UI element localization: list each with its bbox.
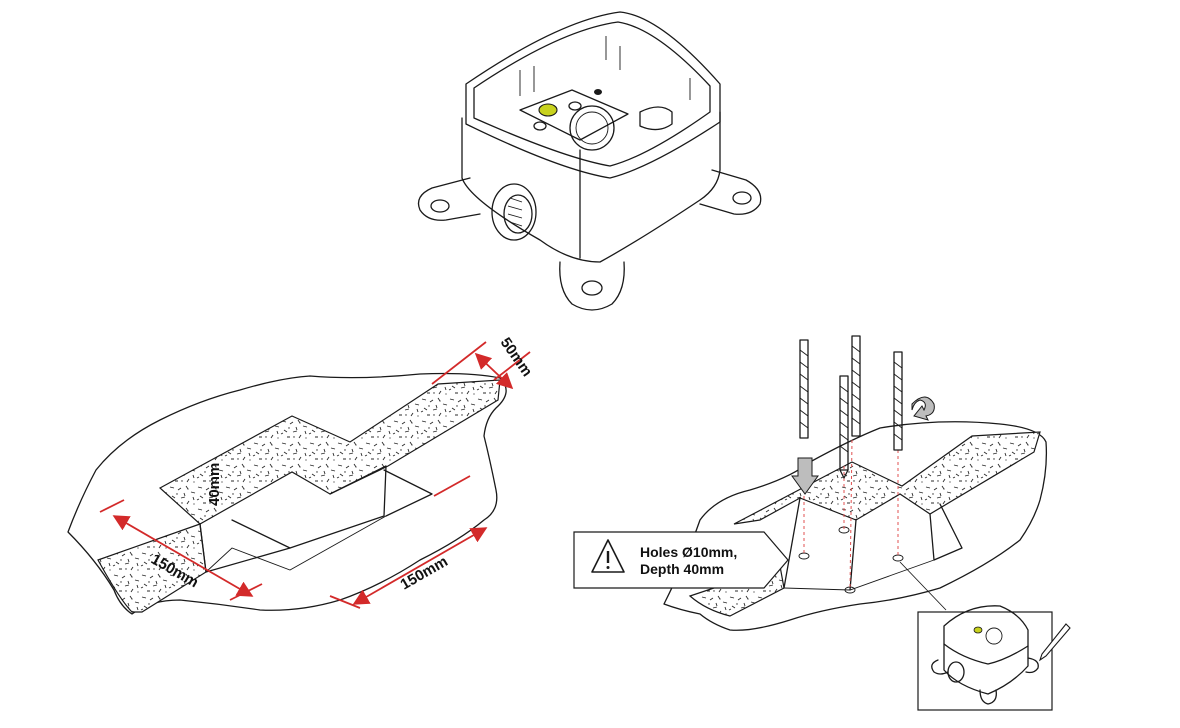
dim-150a-arrow [112, 515, 254, 597]
drill-hole [798, 552, 810, 560]
drill-bit-icon [799, 339, 809, 439]
dim-150b-extension-b [329, 595, 361, 609]
dim-50-extension-a [431, 341, 487, 385]
dim-40-label: 40mm [206, 463, 223, 506]
drill-hole [892, 554, 904, 562]
arrow-down-icon [791, 457, 819, 495]
warning-line-2: Depth 40mm [640, 561, 724, 577]
dim-50-arrow [474, 352, 514, 390]
warning-triangle-icon [591, 539, 625, 573]
drill-hole [844, 586, 856, 594]
drill-bit-icon [839, 375, 849, 479]
dim-150a-extension-a [99, 499, 125, 513]
dim-150b-label: 150mm [398, 553, 451, 594]
pencil-icon [1038, 623, 1071, 662]
warning-callout: Holes Ø10mm, Depth 40mm [573, 531, 789, 589]
inlet-port-highlight [538, 103, 558, 117]
dim-150b-arrow [352, 527, 488, 605]
drill-bit-icon [851, 335, 861, 437]
inset-detail [899, 561, 1071, 711]
floor-cutout-drawing: 50mm 40mm 150mm 150mm [67, 335, 536, 615]
drill-bit-icon [893, 351, 903, 451]
warning-line-1: Holes Ø10mm, [640, 544, 737, 560]
dim-150b-extension-a [433, 475, 471, 497]
junction-box-drawing [417, 11, 762, 311]
rotation-arrow-icon [911, 396, 935, 421]
drilling-drawing: Holes Ø10mm, Depth 40mm [573, 335, 1071, 711]
